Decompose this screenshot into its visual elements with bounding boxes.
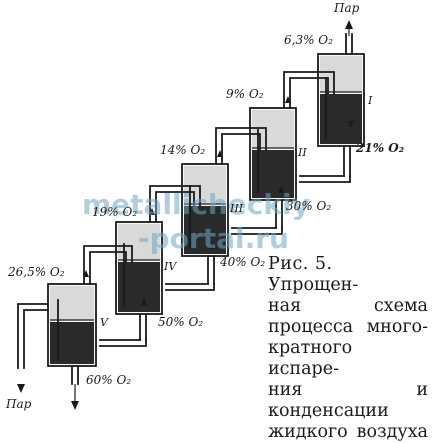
vessel-1-number: I (367, 94, 373, 107)
vessel-1 (317, 33, 365, 177)
vessel-5-vapor-label: 26,5% O₂ (7, 265, 65, 279)
watermark-line-1: metallicheckiy (82, 188, 310, 221)
watermark-line-2: -portal.ru (138, 222, 289, 255)
steam-in-label: Пар (5, 397, 32, 411)
steam-out-label: Пар (333, 1, 360, 15)
vessel-2-vapor-label: 9% O₂ (226, 87, 264, 101)
caption-line: процесса много- (268, 317, 428, 337)
caption-line: ная схема (268, 296, 428, 316)
vessel-1-liquid-label: 21% O₂ (355, 141, 404, 155)
vessel-4-number: IV (163, 260, 177, 273)
caption-line: жидкого воздуха (268, 422, 428, 442)
vessel-3 (181, 163, 229, 285)
vessel-4-liquid-label: 50% O₂ (158, 315, 203, 329)
figure-caption: Рис. 5. Упрощен- ная схема процесса мног… (268, 254, 428, 443)
vessel-5-number: V (100, 316, 109, 329)
vessel-2-liquid-label: 30% O₂ (286, 199, 331, 213)
vessel-4 (115, 221, 163, 341)
vessel-2-number: II (297, 146, 307, 159)
caption-line: ния и конденсации (268, 380, 428, 421)
caption-line: Упрощен- (268, 275, 359, 295)
vessel-3-liquid-label: 40% O₂ (219, 255, 265, 269)
vessel-2 (249, 107, 297, 229)
vessel-1-vapor-label: 6,3% O₂ (284, 33, 333, 47)
vessel-5-liquid-label: 60% O₂ (86, 373, 131, 387)
vessel-3-vapor-label: 14% O₂ (160, 143, 205, 157)
vapor-pipes (17, 71, 335, 369)
steam-in-arrow (17, 384, 25, 393)
vessel-5 (47, 283, 97, 385)
liquid-pipes (99, 175, 351, 347)
evaporation-condensation-diagram: metallicheckiy -portal.ru Пар Пар 6,3% O… (5, 1, 404, 411)
steam-out-arrow (345, 20, 353, 29)
caption-title: Рис. 5. (268, 254, 333, 274)
vessel-4-vapor-label: 19% O₂ (92, 205, 137, 219)
liquid-out-arrow (71, 401, 79, 410)
vessel-3-number: III (229, 202, 244, 215)
caption-line: кратного испаре- (268, 338, 353, 379)
flow-arrows (17, 20, 354, 410)
